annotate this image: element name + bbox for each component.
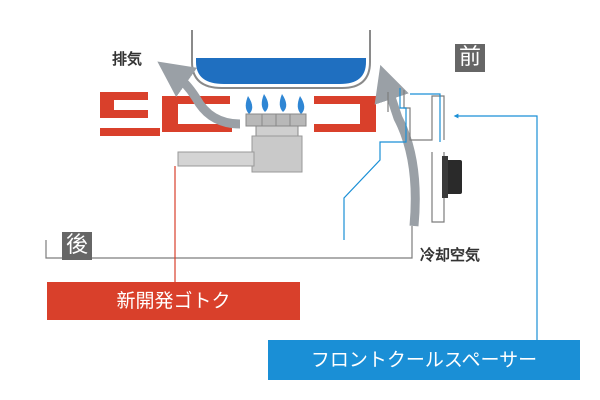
cooling-air-label: 冷却空気 xyxy=(420,246,481,264)
pot xyxy=(191,30,371,89)
airflow-arrows xyxy=(157,61,420,227)
trivet-callout-text: 新開発ゴトク xyxy=(116,289,231,312)
burner-flames xyxy=(245,94,305,114)
control-knob xyxy=(442,156,462,198)
burner-body xyxy=(177,135,303,173)
exhaust-label: 排気 xyxy=(112,50,143,68)
rear-tag: 後 xyxy=(62,232,93,260)
burner-head xyxy=(245,113,307,137)
spacer-outline xyxy=(343,88,441,240)
trivet-callout: 新開発ゴトク xyxy=(47,282,300,320)
spacer-leader xyxy=(453,113,538,340)
spacer-callout: フロントクールスペーサー xyxy=(268,340,580,380)
trivet-shape xyxy=(100,92,376,136)
front-tag: 前 xyxy=(455,44,486,72)
spacer-callout-text: フロントクールスペーサー xyxy=(310,348,538,371)
